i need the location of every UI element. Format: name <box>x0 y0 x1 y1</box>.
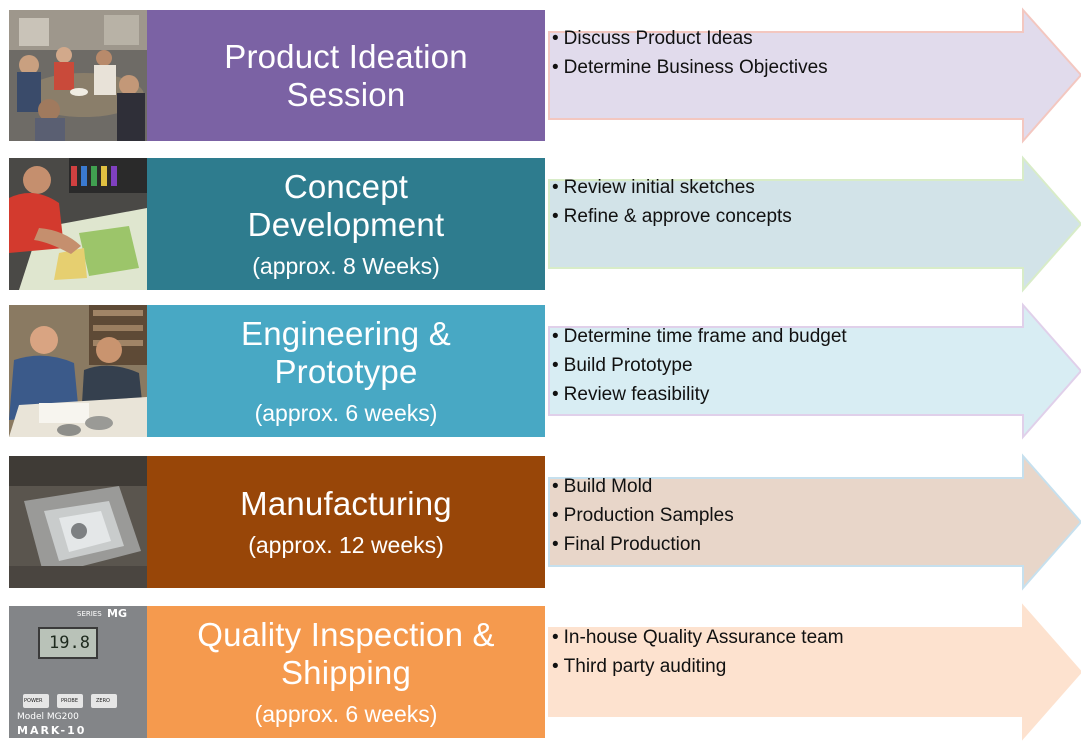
stage-duration: (approx. 6 weeks) <box>254 400 438 426</box>
stage-row-quality: SERIES MG 19.8 POWER PROBE ZERO Model MG… <box>0 603 1081 741</box>
gauge-display: 19.8 <box>49 633 90 653</box>
gauge-series-label: SERIES <box>77 610 102 618</box>
stage-title-line: Engineering & <box>241 315 451 352</box>
stage-duration: (approx. 12 weeks) <box>248 532 444 558</box>
bullet-item: Final Production <box>552 530 734 559</box>
bullet-item: Build Prototype <box>552 351 847 380</box>
bullet-item: Review feasibility <box>552 380 847 409</box>
stage-title-line: Concept <box>283 168 409 205</box>
stage-title-line: Prototype <box>274 353 418 390</box>
stage-title-line: Quality Inspection & <box>197 616 495 653</box>
bullet-item: Determine time frame and budget <box>552 322 847 351</box>
bullet-list: Review initial sketches Refine & approve… <box>552 173 792 231</box>
gauge-button-label: PROBE <box>61 698 79 704</box>
mold-photo <box>9 456 147 588</box>
stage-row-concept: Concept Development (approx. 8 Weeks) Re… <box>0 155 1081 293</box>
gauge-brand-badge: MG <box>107 607 127 620</box>
stage-title-line: Product Ideation <box>224 37 468 75</box>
bullet-item: Third party auditing <box>552 652 844 681</box>
stage-box-manufacturing: Manufacturing (approx. 12 weeks) <box>147 456 545 588</box>
stage-row-manufacturing: Manufacturing (approx. 12 weeks) Build M… <box>0 453 1081 591</box>
bullet-list: Build Mold Production Samples Final Prod… <box>552 472 734 559</box>
bullet-list: Determine time frame and budget Build Pr… <box>552 322 847 409</box>
stage-duration: (approx. 8 Weeks) <box>252 253 440 279</box>
gauge-model-label: Model MG200 <box>17 712 79 722</box>
bullet-item: Discuss Product Ideas <box>552 24 828 53</box>
gauge-button-label: POWER <box>24 698 43 704</box>
bullet-item: In-house Quality Assurance team <box>552 623 844 652</box>
stage-box-quality: Quality Inspection & Shipping (approx. 6… <box>147 606 545 738</box>
engineers-photo <box>9 305 147 437</box>
stage-box-engineering: Engineering & Prototype (approx. 6 weeks… <box>147 305 545 437</box>
stage-box-concept: Concept Development (approx. 8 Weeks) <box>147 158 545 290</box>
stage-row-engineering: Engineering & Prototype (approx. 6 weeks… <box>0 302 1081 440</box>
bullet-item: Determine Business Objectives <box>552 53 828 82</box>
bullet-list: In-house Quality Assurance team Third pa… <box>552 623 844 681</box>
gauge-brand-logo: MARK-10 <box>17 724 87 737</box>
stage-title-line: Development <box>247 206 445 243</box>
gauge-button-label: ZERO <box>96 698 110 704</box>
stage-title-line: Session <box>286 75 406 113</box>
bullet-item: Review initial sketches <box>552 173 792 202</box>
bullet-item: Refine & approve concepts <box>552 202 792 231</box>
gauge-photo: SERIES MG 19.8 POWER PROBE ZERO Model MG… <box>9 606 147 738</box>
stage-row-ideation: Product Ideation Session Discuss Product… <box>0 7 1081 144</box>
stage-box-ideation: Product Ideation Session <box>147 10 545 141</box>
bullet-item: Build Mold <box>552 472 734 501</box>
stage-title-line: Manufacturing <box>240 485 452 522</box>
bullet-list: Discuss Product Ideas Determine Business… <box>552 24 828 82</box>
stage-duration: (approx. 6 weeks) <box>254 701 438 727</box>
meeting-photo <box>9 10 147 141</box>
stage-title-line: Shipping <box>280 654 412 691</box>
sketch-review-photo <box>9 158 147 290</box>
bullet-item: Production Samples <box>552 501 734 530</box>
